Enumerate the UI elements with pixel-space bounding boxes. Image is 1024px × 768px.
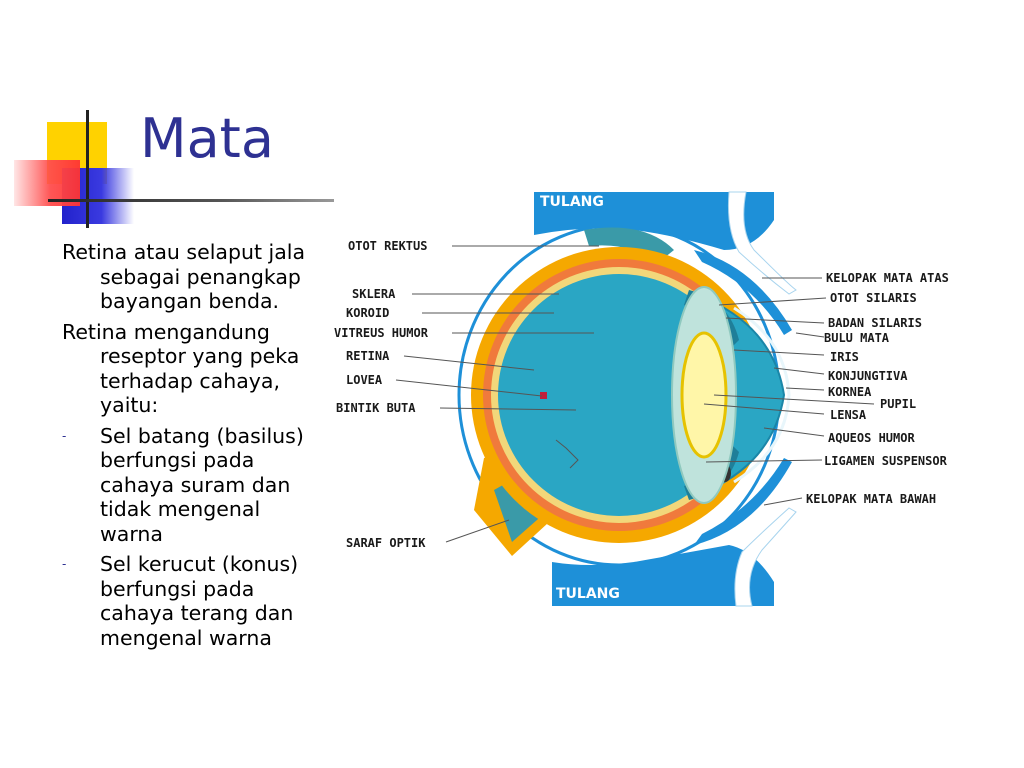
label-sklera: SKLERA	[352, 287, 396, 301]
lovea-spot	[540, 392, 547, 399]
label-konjungtiva: KONJUNGTIVA	[828, 369, 908, 383]
lower-eyelid	[694, 458, 792, 545]
label-otot-rektus: OTOT REKTUS	[348, 239, 427, 253]
label-kornea: KORNEA	[828, 385, 872, 399]
paragraph-retina: Retina atau selaput jala sebagai penangk…	[62, 240, 306, 313]
paragraph-receptors: Retina mengandung reseptor yang peka ter…	[62, 319, 300, 418]
bone-top-white-edge	[728, 191, 797, 295]
bullet-dash: -	[62, 557, 67, 571]
label-badan-silaris: BADAN SILARIS	[828, 316, 922, 330]
slide-body: Retina atau selaput jala sebagai penangk…	[62, 240, 317, 656]
eye-diagram-svg: TULANG TULANG OTOT REKTUS SKLERA KOROID …	[334, 191, 949, 607]
label-saraf-optik: SARAF OPTIK	[346, 536, 426, 550]
bone-top	[534, 192, 774, 250]
cornea	[733, 306, 791, 484]
bullet-dash: -	[62, 428, 67, 443]
label-bintik-buta: BINTIK BUTA	[336, 401, 416, 415]
label-vitreus-humor: VITREUS HUMOR	[334, 326, 429, 340]
label-aqueos-humor: AQUEOS HUMOR	[828, 431, 915, 445]
decor-vertical-line	[86, 110, 89, 228]
slide-title: Mata	[140, 107, 274, 170]
bullet-text: Sel kerucut (konus) berfungsi pada cahay…	[100, 552, 299, 650]
label-pupil: PUPIL	[880, 397, 916, 411]
eye-anatomy-diagram: TULANG TULANG OTOT REKTUS SKLERA KOROID …	[334, 190, 984, 610]
bone-top-label: TULANG	[540, 194, 604, 210]
label-otot-silaris: OTOT SILARIS	[830, 291, 917, 305]
upper-eyelid	[694, 250, 792, 335]
label-iris: IRIS	[830, 350, 859, 364]
bullet-text: Sel batang (basilus) berfungsi pada caha…	[100, 423, 304, 546]
lens-inner	[680, 331, 728, 459]
label-retina: RETINA	[346, 349, 390, 363]
label-lensa: LENSA	[830, 408, 867, 422]
label-ligamen-suspensor: LIGAMEN SUSPENSOR	[824, 454, 948, 468]
bone-bottom-label: TULANG	[556, 586, 620, 602]
bone-bottom	[552, 545, 774, 606]
bone-bottom-white-edge	[734, 507, 797, 607]
label-bulu-mata: BULU MATA	[824, 331, 890, 345]
bullet-sel-kerucut: - Sel kerucut (konus) berfungsi pada cah…	[62, 552, 317, 650]
title-underline	[48, 199, 334, 202]
label-koroid: KOROID	[346, 306, 389, 320]
blind-spot	[555, 439, 579, 469]
bullet-sel-batang: - Sel batang (basilus) berfungsi pada ca…	[62, 424, 317, 547]
decor-red-square	[14, 160, 80, 206]
label-lovea: LOVEA	[346, 373, 383, 387]
label-kelopak-mata-atas: KELOPAK MATA ATAS	[826, 271, 949, 285]
label-kelopak-mata-bawah: KELOPAK MATA BAWAH	[806, 492, 936, 506]
